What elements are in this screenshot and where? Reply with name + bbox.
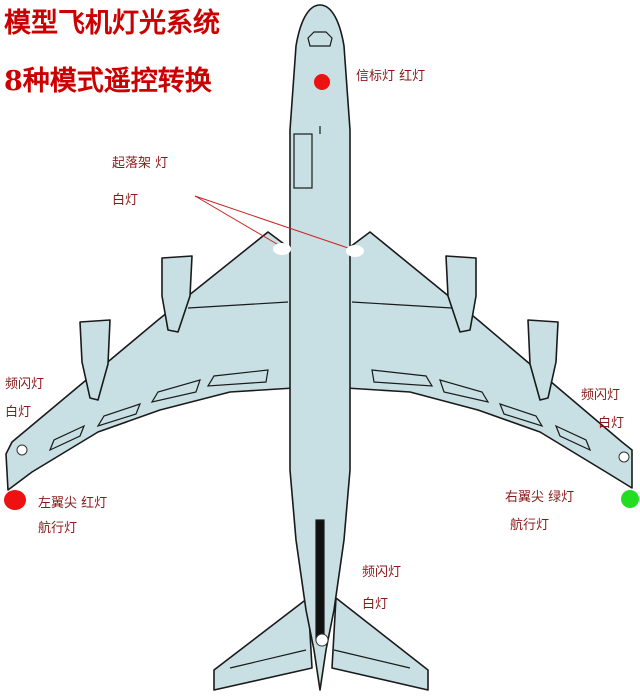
left-wing <box>5 231 295 491</box>
left-horizontal-stabilizer <box>213 597 313 691</box>
left-strobe-light <box>16 444 28 456</box>
beacon-light <box>314 74 330 90</box>
tail-strobe-light <box>315 633 329 647</box>
left-wingtip-nav-label: 左翼尖 红灯 <box>38 496 108 511</box>
lights <box>4 74 639 647</box>
left-stab-hinge <box>229 649 307 669</box>
left-strobe-label: 频闪灯 <box>5 377 45 392</box>
left-strobe-color-label: 白灯 <box>5 405 32 420</box>
right-wing-edge <box>351 301 453 309</box>
beacon-label: 信标灯 红灯 <box>356 69 426 84</box>
tail-strobe-color-label: 白灯 <box>362 597 389 612</box>
left-wingtip-nav-light <box>4 490 26 510</box>
right-wingtip-nav-label: 右翼尖 绿灯 <box>505 490 575 505</box>
right-wing-flap-2 <box>439 379 490 403</box>
right-strobe-color-label: 白灯 <box>598 416 625 431</box>
right-outer-engine <box>527 319 559 401</box>
landing-light-right <box>346 245 364 257</box>
left-nav-type-label: 航行灯 <box>38 521 78 536</box>
left-inner-engine <box>161 255 193 333</box>
right-strobe-label: 频闪灯 <box>581 388 621 403</box>
right-wingtip-nav-light <box>621 490 639 508</box>
fuselage-aft-stripe <box>315 519 325 641</box>
leader-line-left <box>194 195 283 248</box>
landing-light-left <box>273 243 291 255</box>
right-wing-flap-3 <box>498 403 544 428</box>
left-wing-flap-3 <box>96 403 142 428</box>
cockpit-windows <box>307 31 333 47</box>
right-stab-hinge <box>333 649 411 669</box>
landing-gear-label: 起落架 灯 <box>112 156 169 171</box>
left-wing-flap-1 <box>206 369 269 387</box>
right-nav-type-label: 航行灯 <box>510 518 550 533</box>
title-line-2: 8种模式遥控转换 <box>4 66 212 97</box>
right-inner-engine <box>445 255 477 333</box>
tail-strobe-label: 频闪灯 <box>362 565 402 580</box>
leader-line-right <box>194 195 355 251</box>
airframe <box>5 4 633 691</box>
fuselage-panel <box>293 133 313 189</box>
right-strobe-light <box>618 451 630 463</box>
landing-gear-color-label: 白灯 <box>112 193 139 208</box>
title-line-1: 模型飞机灯光系统 <box>4 8 220 39</box>
left-outer-engine <box>79 319 111 401</box>
fuselage <box>289 4 351 691</box>
right-wing-flap-1 <box>371 369 434 387</box>
leader-lines <box>194 195 355 251</box>
left-wing-edge <box>187 301 289 309</box>
right-wing-flap-4 <box>554 424 592 452</box>
left-wing-flap-4 <box>48 424 86 452</box>
left-wing-flap-2 <box>150 379 201 403</box>
